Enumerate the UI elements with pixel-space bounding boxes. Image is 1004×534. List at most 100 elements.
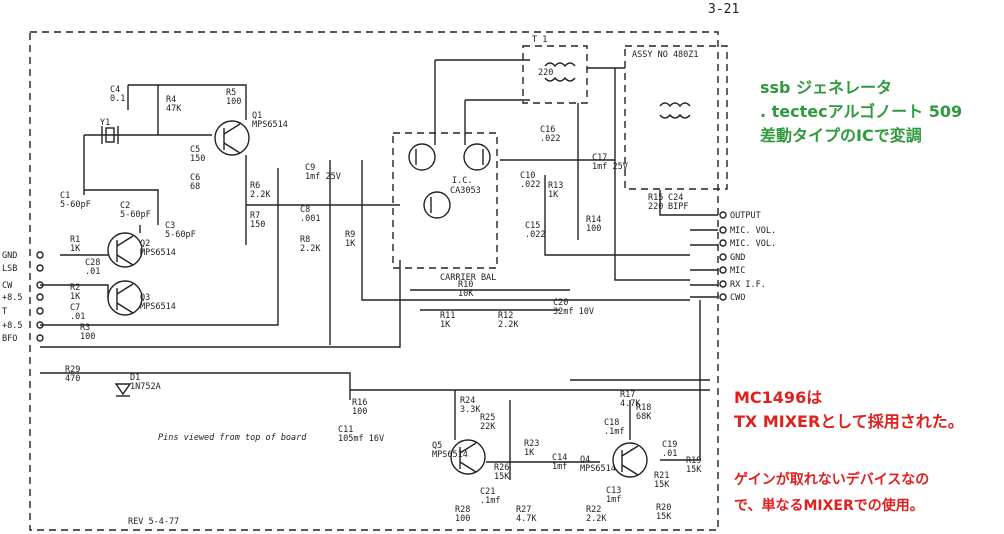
- component-ref: R11: [440, 311, 455, 321]
- component-value: 1K: [524, 448, 535, 458]
- component-value: 105mf 16V: [338, 434, 384, 444]
- component-ref: R9: [345, 230, 355, 240]
- component-ref: Q5: [432, 441, 442, 451]
- ic-transistors: [408, 143, 491, 219]
- component-value: MPS6514: [140, 248, 176, 258]
- red-note-1: MC1496は TX MIXERとして採用された。: [734, 386, 964, 434]
- q5-transistor: [450, 439, 486, 475]
- component-ref: R22: [586, 505, 601, 515]
- component-value: 10K: [458, 289, 474, 299]
- component-value: MPS6514: [580, 464, 616, 474]
- component-value: 1N752A: [130, 382, 161, 392]
- component-ref: R24: [460, 396, 475, 406]
- component-ref: C10: [520, 171, 535, 181]
- component-value: 470: [65, 374, 80, 384]
- right-terminal-label: CWO: [730, 293, 745, 303]
- component-ref: C6: [190, 173, 200, 183]
- left-terminal-label: LSB: [2, 264, 17, 274]
- component-ref: R6: [250, 181, 260, 191]
- red-note-line: で、単なるMIXERでの使用。: [734, 498, 924, 514]
- component-value: 1mf 25V: [592, 162, 628, 172]
- component-ref: R3: [80, 323, 90, 333]
- component-value: MPS6514: [252, 120, 288, 130]
- component-ref: D1: [130, 373, 140, 383]
- component-value: 5-60pF: [165, 230, 196, 240]
- component-value: 2.2K: [250, 190, 271, 200]
- component-ref: Q3: [140, 293, 150, 303]
- component-ref: R13: [548, 181, 563, 191]
- right-terminal: [719, 211, 727, 219]
- component-ref: R16: [352, 398, 367, 408]
- component-ref: C16: [540, 125, 555, 135]
- component-value: 4.7K: [516, 514, 537, 524]
- right-terminal-label: MIC: [730, 266, 745, 276]
- q3-transistor: [107, 280, 143, 316]
- right-terminal-label: GND: [730, 253, 745, 263]
- component-ref: C2: [120, 201, 130, 211]
- component-value: 150: [250, 220, 265, 230]
- component-value: 1K: [345, 239, 356, 249]
- component-value: 5-60pF: [60, 200, 91, 210]
- crystal-y1: [101, 126, 119, 144]
- component-ref: C7: [70, 303, 80, 313]
- component-ref: R27: [516, 505, 531, 515]
- component-value: 3.3K: [460, 405, 481, 415]
- component-value: 1K: [70, 292, 81, 302]
- component-ref: R28: [455, 505, 470, 515]
- component-value: 4.7K: [620, 399, 641, 409]
- component-ref: C20: [553, 298, 568, 308]
- component-value: 1mf: [552, 462, 567, 472]
- green-note-line: ssb ジェネレータ: [760, 78, 893, 97]
- right-terminal-label: RX I.F.: [730, 280, 766, 290]
- component-value: 15K: [686, 465, 702, 475]
- component-value: .01: [70, 312, 85, 322]
- component-ref: C9: [305, 163, 315, 173]
- left-terminal: [36, 334, 44, 342]
- right-terminal: [719, 293, 727, 301]
- zener-d1: [114, 383, 132, 397]
- component-ref: C1: [60, 191, 70, 201]
- ic-box: [392, 132, 498, 269]
- right-terminal-label: OUTPUT: [730, 211, 761, 221]
- component-value: 1K: [70, 244, 81, 254]
- component-value: 2.2K: [586, 514, 607, 524]
- right-terminal: [719, 280, 727, 288]
- component-value: .022: [520, 180, 540, 190]
- component-value: 32mf 10V: [553, 307, 594, 317]
- component-value: 1mf: [606, 495, 621, 505]
- left-terminal-label: GND: [2, 251, 17, 261]
- component-value: 68: [190, 182, 200, 192]
- component-value: .01: [85, 267, 100, 277]
- component-ref: C8: [300, 205, 310, 215]
- ic-part: CA3053: [450, 186, 481, 196]
- red-note-line: MC1496は: [734, 388, 823, 407]
- component-value: .01: [662, 449, 677, 459]
- green-note: ssb ジェネレータ . tectecアルゴノート 509 差動タイプのICで変…: [760, 76, 962, 148]
- component-ref: R21: [654, 471, 669, 481]
- right-terminal: [719, 253, 727, 261]
- assy-label: ASSY NO 480Z1: [632, 50, 699, 60]
- component-value: 15K: [654, 480, 670, 490]
- component-value: BIPF: [668, 202, 688, 212]
- component-value: 0.1: [110, 94, 125, 104]
- wiring: [40, 59, 718, 480]
- component-value: 100: [226, 97, 241, 107]
- component-ref: R18: [636, 403, 651, 413]
- carrier-bal-label: CARRIER BAL: [440, 273, 496, 283]
- red-note-line: ゲインが取れないデバイスなの: [734, 472, 930, 488]
- component-value: 2.2K: [498, 320, 519, 330]
- component-ref: R7: [250, 211, 260, 221]
- component-value: 15K: [656, 512, 672, 522]
- assy-box: [624, 45, 728, 190]
- component-value: 15K: [494, 472, 510, 482]
- component-ref: R25: [480, 413, 495, 423]
- component-ref: C13: [606, 486, 621, 496]
- component-value: .1mf: [480, 496, 500, 506]
- q1-transistor: [214, 120, 250, 156]
- component-value: 1mf 25V: [305, 172, 341, 182]
- component-ref: C24: [668, 193, 683, 203]
- component-ref: R15: [648, 193, 663, 203]
- board-outline: [29, 31, 719, 531]
- left-terminal-label: +8.5: [2, 321, 22, 331]
